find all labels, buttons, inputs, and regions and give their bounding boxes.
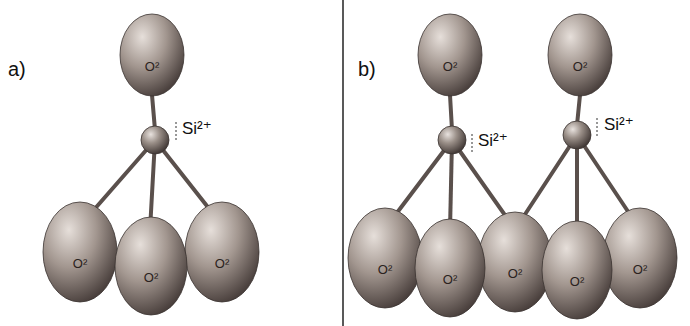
sphere-outline <box>42 201 118 303</box>
ion-symbol: O² <box>443 250 457 287</box>
sphere-outline <box>602 207 678 309</box>
ion-symbol: O² <box>443 37 457 74</box>
sphere-outline <box>477 211 553 313</box>
oxygen-ion: O² <box>541 220 613 320</box>
sphere-outline <box>184 201 260 303</box>
oxygen-ion: O² <box>477 211 553 313</box>
sphere-outline <box>547 13 613 97</box>
sphere-outline <box>417 13 483 97</box>
oxygen-ion: O² <box>547 13 613 97</box>
ion-label: Si²⁺ <box>604 114 634 135</box>
oxygen-ion: O² <box>414 218 486 318</box>
oxygen-ion: O² <box>184 201 260 303</box>
bond-lines <box>85 95 635 230</box>
oxygen-ion: O² <box>417 13 483 97</box>
dashed-tick <box>176 118 597 154</box>
oxygen-ion: O² <box>119 13 185 97</box>
ion-symbol: O² <box>145 37 159 74</box>
ion-symbol: O² <box>633 240 647 277</box>
ion-symbol: O² <box>73 234 87 271</box>
ion-symbol: O² <box>378 240 392 277</box>
panel-letter: b) <box>358 58 376 81</box>
sphere-outline <box>114 216 188 316</box>
ion-label: Si²⁺ <box>478 130 508 151</box>
oxygen-ion: O² <box>42 201 118 303</box>
oxygen-ion: O² <box>114 216 188 316</box>
panel-letter: a) <box>8 58 26 81</box>
ion-label: Si²⁺ <box>182 118 212 139</box>
sphere-outline <box>347 207 423 309</box>
divider-line <box>342 0 344 326</box>
oxygen-ion: O² <box>347 207 423 309</box>
ion-symbol: O² <box>570 252 584 289</box>
oxygen-ion: O² <box>602 207 678 309</box>
sphere-outline <box>119 13 185 97</box>
ion-symbol: O² <box>508 244 522 281</box>
ion-symbol: O² <box>215 234 229 271</box>
ion-symbol: O² <box>573 37 587 74</box>
ion-symbol: O² <box>144 248 158 285</box>
sphere-outline <box>541 220 613 320</box>
sphere-outline <box>414 218 486 318</box>
